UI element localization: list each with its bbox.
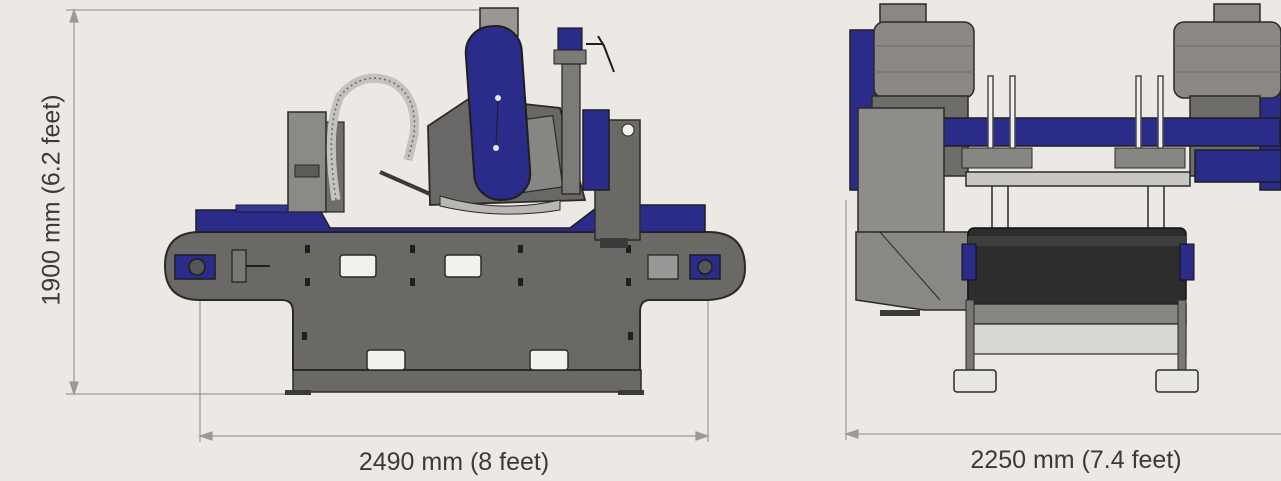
foot-right bbox=[1155, 369, 1199, 393]
frame-window bbox=[366, 349, 406, 371]
roller-left bbox=[174, 249, 270, 283]
cross-beam bbox=[929, 117, 1281, 147]
left-post bbox=[287, 111, 327, 213]
leg-left bbox=[965, 299, 975, 373]
dimension-lines bbox=[66, 8, 1281, 442]
drive-arm bbox=[464, 25, 532, 201]
foot-left bbox=[953, 369, 997, 393]
crank-assembly bbox=[553, 27, 615, 195]
motor-right bbox=[1173, 3, 1281, 99]
front-width-dimension-label: 2490 mm (8 feet) bbox=[358, 448, 550, 476]
main-frame bbox=[163, 231, 747, 371]
frame-window bbox=[529, 349, 569, 371]
base-plinth bbox=[292, 369, 642, 393]
side-width-dimension-label: 2250 mm (7.4 feet) bbox=[970, 446, 1182, 474]
roller-right bbox=[647, 254, 721, 280]
frame-window bbox=[444, 254, 482, 278]
side-table bbox=[965, 171, 1191, 187]
side-housing bbox=[857, 107, 945, 235]
side-view bbox=[849, 3, 1281, 393]
motor-left bbox=[873, 3, 975, 99]
leg-right bbox=[1177, 299, 1187, 373]
front-view bbox=[163, 7, 747, 395]
frame-window bbox=[339, 254, 377, 278]
height-dimension-label: 1900 mm (6.2 feet) bbox=[37, 94, 66, 306]
